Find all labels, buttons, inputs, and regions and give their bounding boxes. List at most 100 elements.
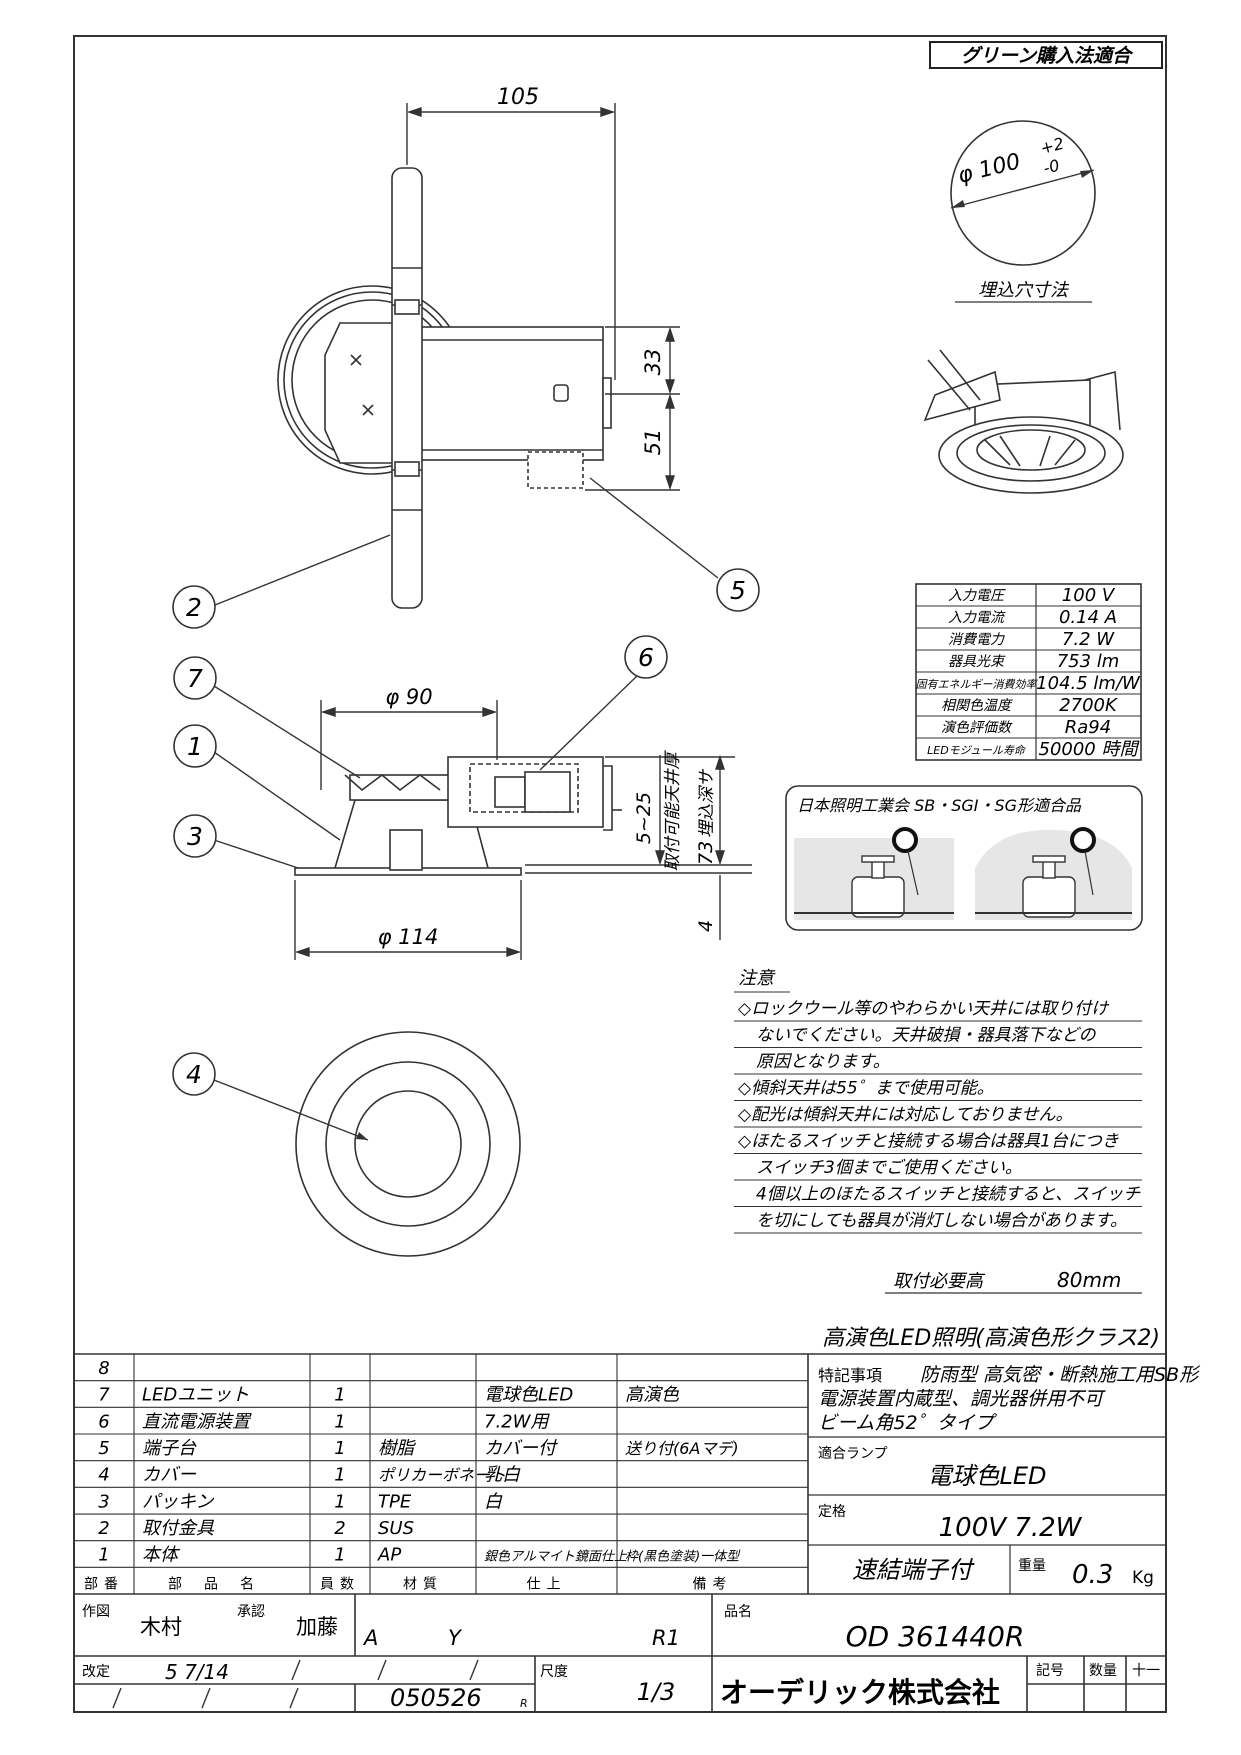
parts-cell-qty: 1 (334, 1385, 345, 1406)
insulation-title: 日本照明工業会 SB・SGI・SG形適合品 (797, 796, 1082, 815)
parts-table-frame (74, 1353, 1166, 1595)
parts-cell-qty: 1 (334, 1465, 345, 1486)
spec-value: Ra94 (1065, 717, 1111, 738)
side-d90-label: φ 90 (385, 685, 432, 709)
callout-6-circle (624, 635, 668, 679)
parts-cell-name: パッキン (142, 1491, 214, 1512)
parts-cell-material: AP (377, 1545, 401, 1566)
unit-label: 十一 (1132, 1663, 1160, 1679)
parts-cell-finish: カバー付 (484, 1438, 558, 1459)
parts-header-no: 部番 (84, 1576, 124, 1592)
code-a: A (362, 1626, 378, 1650)
parts-cell-name: 取付金具 (142, 1518, 215, 1539)
side-4-label: 4 (695, 920, 717, 932)
note-line: スイッチ3個までご使用ください。 (756, 1158, 1022, 1178)
dim-33-label: 33 (641, 349, 665, 376)
parts-cell-material: SUS (378, 1518, 414, 1539)
parts-cell-name: 本体 (142, 1545, 181, 1566)
notes-lines: ◇ロックウール等のやわらかい天井には取り付けないでください。天井破損・器具落下な… (734, 991, 1142, 1234)
callout-1: 1 (187, 732, 203, 761)
dim-105 (406, 103, 616, 380)
notes-title: 注意 (738, 968, 776, 989)
callout-2-circle (172, 585, 216, 629)
spec-label: 入力電流 (948, 610, 1006, 626)
parts-cell-qty: 2 (334, 1518, 345, 1539)
lamp-label: 適合ランプ (818, 1445, 888, 1462)
connector-label: 速結端子付 (852, 1556, 975, 1584)
spec-value: 753 lm (1057, 651, 1120, 672)
special-label: 特記事項 (818, 1366, 882, 1385)
parts-cell-no: 8 (98, 1358, 109, 1379)
note-line: 原因となります。 (756, 1052, 890, 1072)
cutout-dia-label: φ 100 (955, 149, 1023, 189)
spec-value: 100 V (1062, 585, 1116, 606)
dim-105-label: 105 (497, 85, 539, 110)
note-line: を切にしても器具が消灯しない場合があります。 (756, 1211, 1127, 1231)
parts-header-finish: 仕上 (527, 1576, 567, 1592)
callout-6: 6 (638, 643, 654, 672)
dim-51-label: 51 (641, 429, 665, 456)
cutout-caption: 埋込穴寸法 (978, 280, 1070, 301)
mount-height-value: 80mm (1057, 1268, 1121, 1292)
parts-cell-name: 端子台 (142, 1438, 197, 1459)
spec-label: 演色評価数 (941, 720, 1013, 736)
parts-cell-finish: 7.2W用 (484, 1411, 550, 1432)
spec-value: 2700K (1059, 695, 1118, 716)
callout-7-circle (173, 656, 217, 700)
callout-2: 2 (186, 593, 202, 622)
top-view (277, 167, 612, 609)
parts-header-qty: 員数 (320, 1576, 360, 1592)
rev-code: R1 (652, 1626, 680, 1650)
parts-cell-name: 直流電源装置 (142, 1411, 252, 1432)
parts-cell-finish: 乳白 (484, 1465, 521, 1486)
drawn-by: 木村 (140, 1615, 182, 1639)
lamp-value: 電球色LED (927, 1462, 1046, 1490)
spec-label: 入力電圧 (948, 588, 1006, 604)
side-5-25-label: 5~25 (633, 792, 655, 844)
cutout-tol-plus: +2 (1038, 134, 1065, 158)
parts-header-name: 部品名 (168, 1576, 276, 1592)
parts-cell-qty: 1 (334, 1545, 345, 1566)
spec-label: 固有エネルギー消費効率 (916, 678, 1039, 691)
special-line1: 防雨型 高気密・断熱施工用SB形 (920, 1364, 1201, 1386)
parts-cell-no: 5 (98, 1438, 109, 1459)
mount-height-label: 取付必要高 (893, 1271, 986, 1292)
weight-label: 重量 (1018, 1558, 1046, 1574)
rating-value: 100V 7.2W (939, 1513, 1083, 1543)
callout-4-circle (172, 1052, 216, 1096)
drawn-label: 作図 (82, 1604, 110, 1620)
spec-value: 0.14 A (1059, 607, 1117, 628)
revised-label: 改定 (82, 1664, 110, 1680)
side-view (294, 756, 752, 876)
parts-cell-material: TPE (378, 1491, 412, 1512)
callout-4: 4 (186, 1060, 202, 1089)
side-d114-label: φ 114 (378, 925, 439, 949)
weight-unit: Kg (1132, 1568, 1154, 1588)
mounting-spring-top (391, 167, 423, 609)
parts-header-remark: 備考 (693, 1576, 733, 1592)
parts-cell-material: 樹脂 (378, 1438, 416, 1459)
parts-cell-name: カバー (142, 1465, 197, 1486)
parts-cell-finish: 白 (484, 1491, 503, 1512)
note-line: 4個以上のほたるスイッチと接続すると、スイッチ (756, 1185, 1141, 1205)
code-y: Y (448, 1626, 463, 1650)
approved-by: 加藤 (296, 1615, 338, 1639)
product-title: 高演色LED照明(高演色形クラス2) (822, 1326, 1160, 1351)
parts-cell-qty: 1 (334, 1438, 345, 1459)
parts-cell-finish: 電球色LED (484, 1385, 573, 1406)
spec-value: 7.2 W (1062, 629, 1115, 650)
parts-cell-remark: 枠(黒色塗装)一体型 (625, 1549, 741, 1565)
drawing-no-suffix: R (520, 1697, 528, 1710)
parts-cell-no: 2 (98, 1518, 109, 1539)
insulation-diagram (785, 785, 1143, 931)
parts-cell-no: 6 (98, 1411, 109, 1432)
company-name: オーデリック株式会社 (720, 1676, 1000, 1709)
note-line: ◇傾斜天井は55゜まで使用可能。 (738, 1079, 994, 1099)
spec-value: 50000 時間 (1039, 739, 1141, 760)
parts-cell-qty: 1 (334, 1411, 345, 1432)
parts-cell-material: ポリカーボネート (378, 1466, 506, 1485)
callout-7: 7 (187, 664, 203, 693)
